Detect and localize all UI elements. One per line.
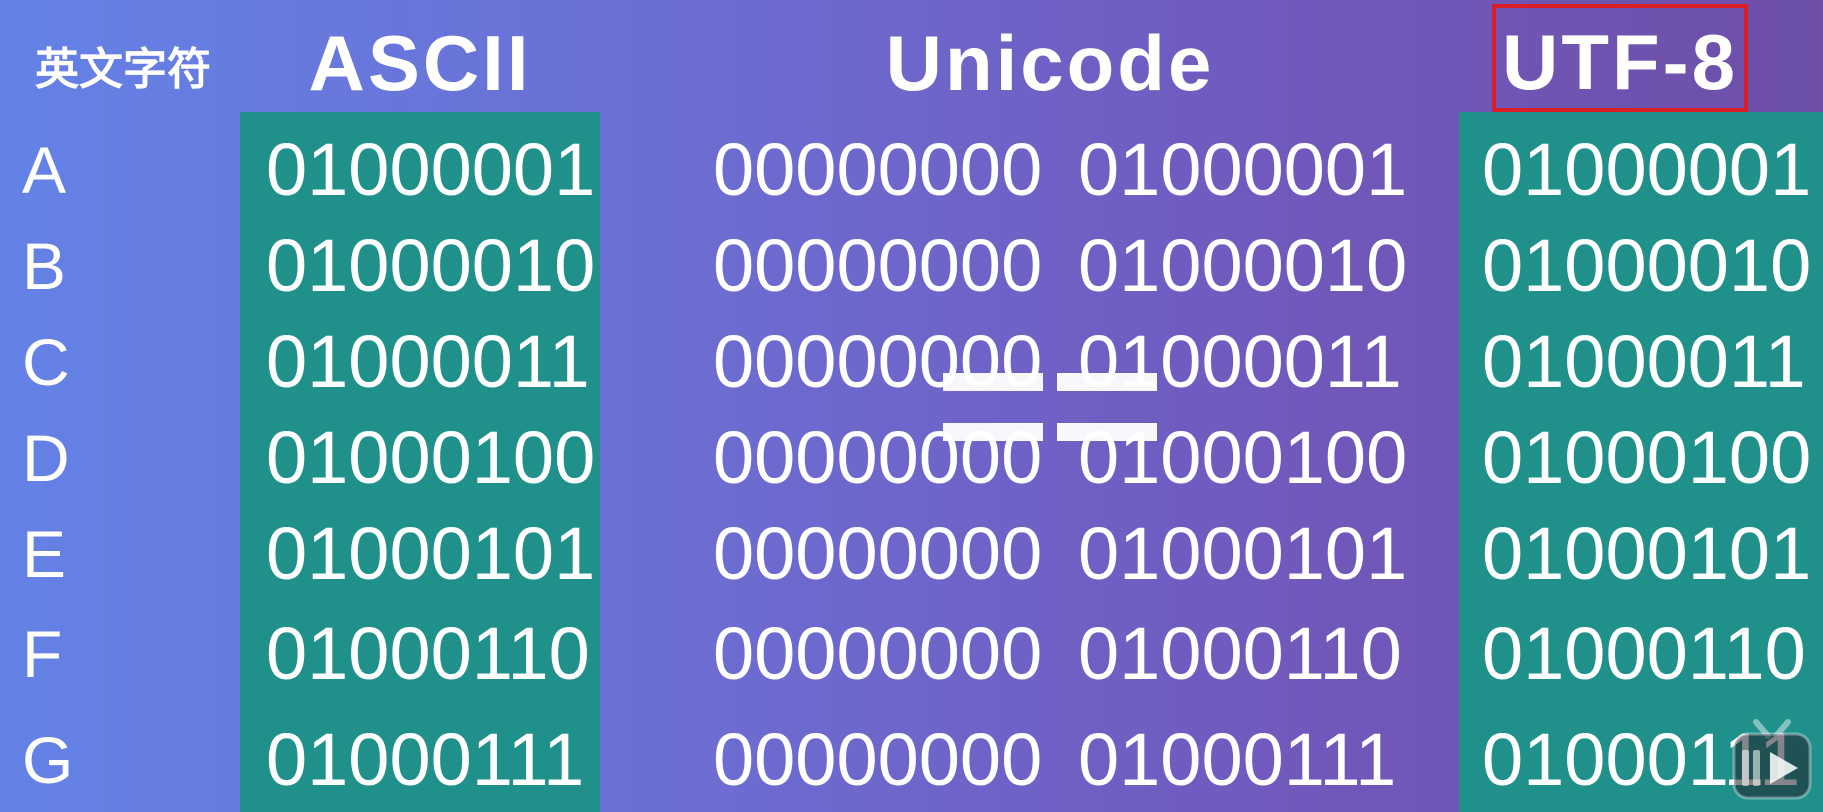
table-row: F 01000110 00000000 01000110 01000110: [0, 606, 1823, 702]
unicode-low-byte: 01000101: [1078, 512, 1408, 595]
table-row: A 01000001 00000000 01000001 01000001: [0, 122, 1823, 218]
unicode-low-byte: 01000111: [1078, 718, 1397, 801]
utf8-code: 01000011: [1482, 320, 1806, 403]
equals-bar: [943, 423, 1043, 441]
ascii-code: 01000100: [266, 416, 596, 499]
ascii-code: 01000001: [266, 128, 596, 211]
table-row: G 01000111 00000000 01000111 01000111: [0, 712, 1823, 808]
header-english-chars: 英文字符: [35, 45, 211, 94]
unicode-high-byte: 00000000: [713, 128, 1043, 211]
utf8-column-highlight: [1459, 112, 1823, 812]
utf8-code: 01000001: [1482, 128, 1812, 211]
char-label: C: [22, 325, 70, 399]
ascii-code: 01000110: [266, 612, 590, 695]
equals-bar: [943, 373, 1043, 391]
ascii-code: 01000011: [266, 320, 590, 403]
unicode-high-byte: 00000000: [713, 718, 1043, 801]
unicode-low-byte: 01000010: [1078, 224, 1408, 307]
table-row: B 01000010 00000000 01000010 01000010: [0, 218, 1823, 314]
unicode-low-byte: 01000001: [1078, 128, 1408, 211]
unicode-high-byte: 00000000: [713, 512, 1043, 595]
header-unicode: Unicode: [885, 19, 1215, 107]
unicode-low-byte: 01000110: [1078, 612, 1402, 695]
char-label: B: [22, 229, 67, 303]
char-label: A: [22, 133, 67, 207]
char-label: F: [22, 617, 63, 691]
equals-bar: [1057, 423, 1157, 441]
char-label: D: [22, 421, 70, 495]
ascii-column-highlight: [240, 112, 600, 812]
utf8-code: 01000100: [1482, 416, 1812, 499]
ascii-code: 01000010: [266, 224, 596, 307]
equals-bar: [1057, 373, 1157, 391]
table-row: C 01000011 00000000 01000011 01000011: [0, 314, 1823, 410]
char-label: G: [22, 723, 74, 797]
header-utf8: UTF-8: [1492, 4, 1748, 112]
utf8-code: 01000010: [1482, 224, 1812, 307]
ascii-code: 01000111: [266, 718, 585, 801]
utf8-code: 01000110: [1482, 612, 1806, 695]
char-label: E: [22, 517, 67, 591]
table-row: D 01000100 00000000 01000100 01000100: [0, 410, 1823, 506]
header-ascii: ASCII: [308, 19, 532, 107]
unicode-high-byte: 00000000: [713, 224, 1043, 307]
unicode-high-byte: 00000000: [713, 612, 1043, 695]
ascii-code: 01000101: [266, 512, 596, 595]
unicode-low-byte: 01000011: [1078, 320, 1402, 403]
utf8-code: 01000101: [1482, 512, 1812, 595]
tv-play-logo-icon: [1732, 719, 1812, 800]
table-row: E 01000101 00000000 01000101 01000101: [0, 506, 1823, 602]
unicode-high-byte: 00000000: [713, 320, 1043, 403]
